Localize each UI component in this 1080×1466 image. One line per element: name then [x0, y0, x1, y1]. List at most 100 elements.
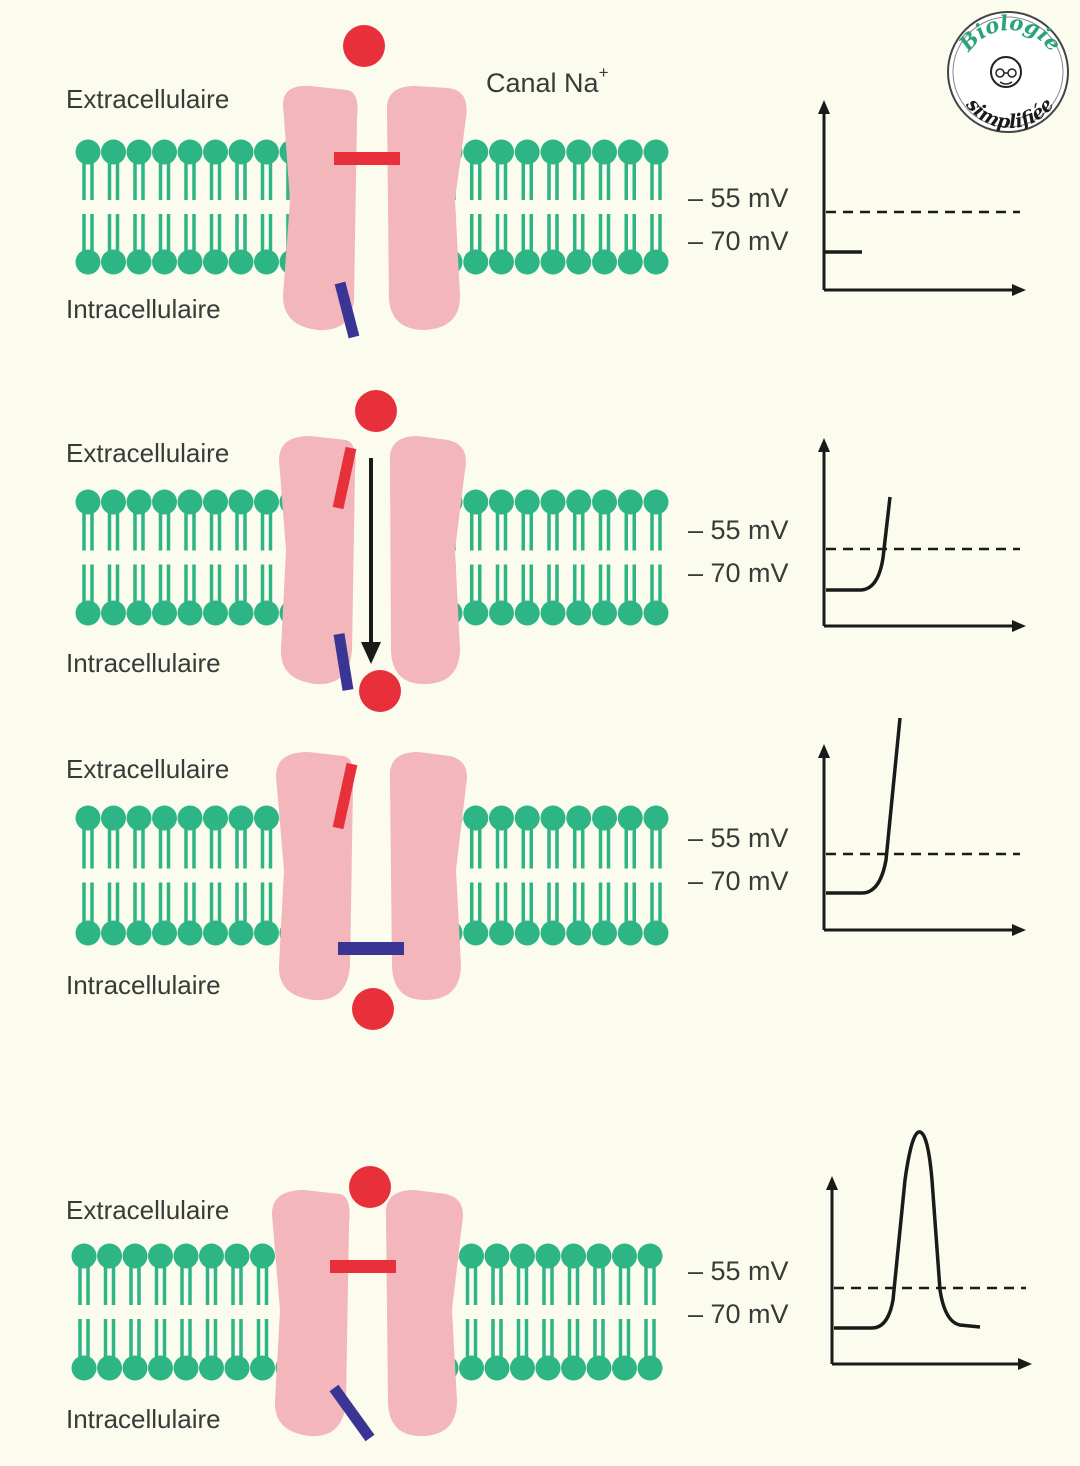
- lipid-head: [612, 1243, 637, 1269]
- lipid-head: [617, 600, 643, 626]
- lipid-head: [177, 920, 203, 946]
- lipid-head: [592, 805, 617, 831]
- lipid-head: [126, 600, 152, 626]
- lipid-head: [637, 1243, 663, 1269]
- lipid-head: [101, 489, 126, 515]
- sodium-ion-entering: [355, 390, 397, 432]
- lipid-head: [254, 139, 279, 165]
- lipid-head: [199, 1355, 224, 1381]
- lipid-head: [463, 139, 489, 165]
- lipid-head: [126, 805, 152, 831]
- lipid-head: [75, 249, 101, 275]
- lipid-head: [643, 249, 669, 275]
- lipid-head: [566, 249, 592, 275]
- lipid-head: [250, 1355, 275, 1381]
- lipid-head: [484, 1355, 510, 1381]
- lipid-head: [489, 920, 514, 946]
- sodium-ion: [349, 1166, 391, 1208]
- lipid-head: [203, 139, 228, 165]
- label-minus-55-mv: – 55 mV: [688, 183, 789, 213]
- panel-reset: Extracellulaire Intracellulaire – 55 mV …: [66, 1130, 1032, 1442]
- lipid-head: [566, 489, 592, 515]
- lipid-head: [152, 489, 177, 515]
- lipid-head: [250, 1243, 275, 1269]
- membrane-potential-trace: [826, 496, 892, 592]
- lipid-head: [617, 805, 643, 831]
- inactivation-gate-open: [334, 281, 360, 339]
- membrane-potential-trace: [826, 717, 902, 895]
- lipid-head: [148, 1355, 173, 1381]
- lipid-head: [566, 600, 592, 626]
- lipid-head: [617, 920, 643, 946]
- label-minus-55-mv: – 55 mV: [688, 515, 789, 545]
- lipid-head: [586, 1355, 612, 1381]
- lipid-head: [126, 139, 152, 165]
- lipid-head: [75, 805, 101, 831]
- lipid-head: [152, 920, 177, 946]
- lipid-head: [152, 139, 177, 165]
- lipid-head: [592, 139, 617, 165]
- lipid-head: [592, 489, 617, 515]
- lipid-head: [97, 1243, 122, 1269]
- lipid-head: [617, 249, 643, 275]
- lipid-head: [71, 1243, 97, 1269]
- lipid-head: [592, 249, 617, 275]
- lipid-bilayer-left: [75, 489, 305, 626]
- lipid-bilayer-right: [433, 1243, 663, 1381]
- y-axis-arrowhead: [818, 100, 830, 114]
- lipid-head: [586, 1243, 612, 1269]
- lipid-head: [643, 805, 669, 831]
- lipid-head: [514, 600, 540, 626]
- lipid-head: [489, 805, 514, 831]
- y-axis-arrowhead: [818, 744, 830, 758]
- lipid-head: [228, 805, 254, 831]
- lipid-head: [199, 1243, 224, 1269]
- lipid-head: [643, 139, 669, 165]
- lipid-head: [514, 920, 540, 946]
- panel-resting: Extracellulaire Intracellulaire Canal Na…: [66, 25, 1026, 339]
- lipid-head: [173, 1243, 199, 1269]
- lipid-head: [126, 489, 152, 515]
- label-intracellular: Intracellulaire: [66, 294, 221, 324]
- label-intracellular: Intracellulaire: [66, 1404, 221, 1434]
- lipid-bilayer-right: [437, 489, 669, 626]
- scientist-face-icon: [990, 56, 1022, 88]
- sodium-ion-inside: [352, 988, 394, 1030]
- lipid-head: [228, 489, 254, 515]
- lipid-head: [228, 600, 254, 626]
- action-potential-trace: [834, 1130, 981, 1330]
- lipid-head: [97, 1355, 122, 1381]
- lipid-head: [126, 920, 152, 946]
- lipid-head: [510, 1355, 535, 1381]
- potential-graph: – 55 mV – 70 mV: [688, 100, 1026, 296]
- lipid-head: [617, 139, 643, 165]
- lipid-head: [489, 600, 514, 626]
- biologie-simplifiee-logo: Biologie simplifiée: [947, 10, 1069, 133]
- sodium-channel: [276, 752, 467, 1001]
- lipid-head: [463, 805, 489, 831]
- lipid-head: [535, 1243, 561, 1269]
- lipid-head: [75, 920, 101, 946]
- lipid-head: [463, 249, 489, 275]
- lipid-head: [561, 1355, 586, 1381]
- label-minus-55-mv: – 55 mV: [688, 1256, 789, 1286]
- lipid-head: [101, 805, 126, 831]
- lipid-head: [228, 139, 254, 165]
- lipid-bilayer-left: [75, 139, 305, 275]
- lipid-head: [612, 1355, 637, 1381]
- superscript-plus: +: [599, 63, 609, 82]
- lipid-head: [566, 805, 592, 831]
- lipid-head: [254, 489, 279, 515]
- label-intracellular: Intracellulaire: [66, 970, 221, 1000]
- lipid-head: [122, 1355, 148, 1381]
- lipid-head: [224, 1355, 250, 1381]
- lipid-head: [203, 600, 228, 626]
- activation-gate-closed: [330, 1260, 396, 1273]
- lipid-bilayer-left: [71, 1243, 301, 1381]
- lipid-head: [203, 249, 228, 275]
- lipid-head: [254, 249, 279, 275]
- lipid-head: [514, 139, 540, 165]
- lipid-head: [484, 1243, 510, 1269]
- lipid-head: [514, 489, 540, 515]
- label-intracellular: Intracellulaire: [66, 648, 221, 678]
